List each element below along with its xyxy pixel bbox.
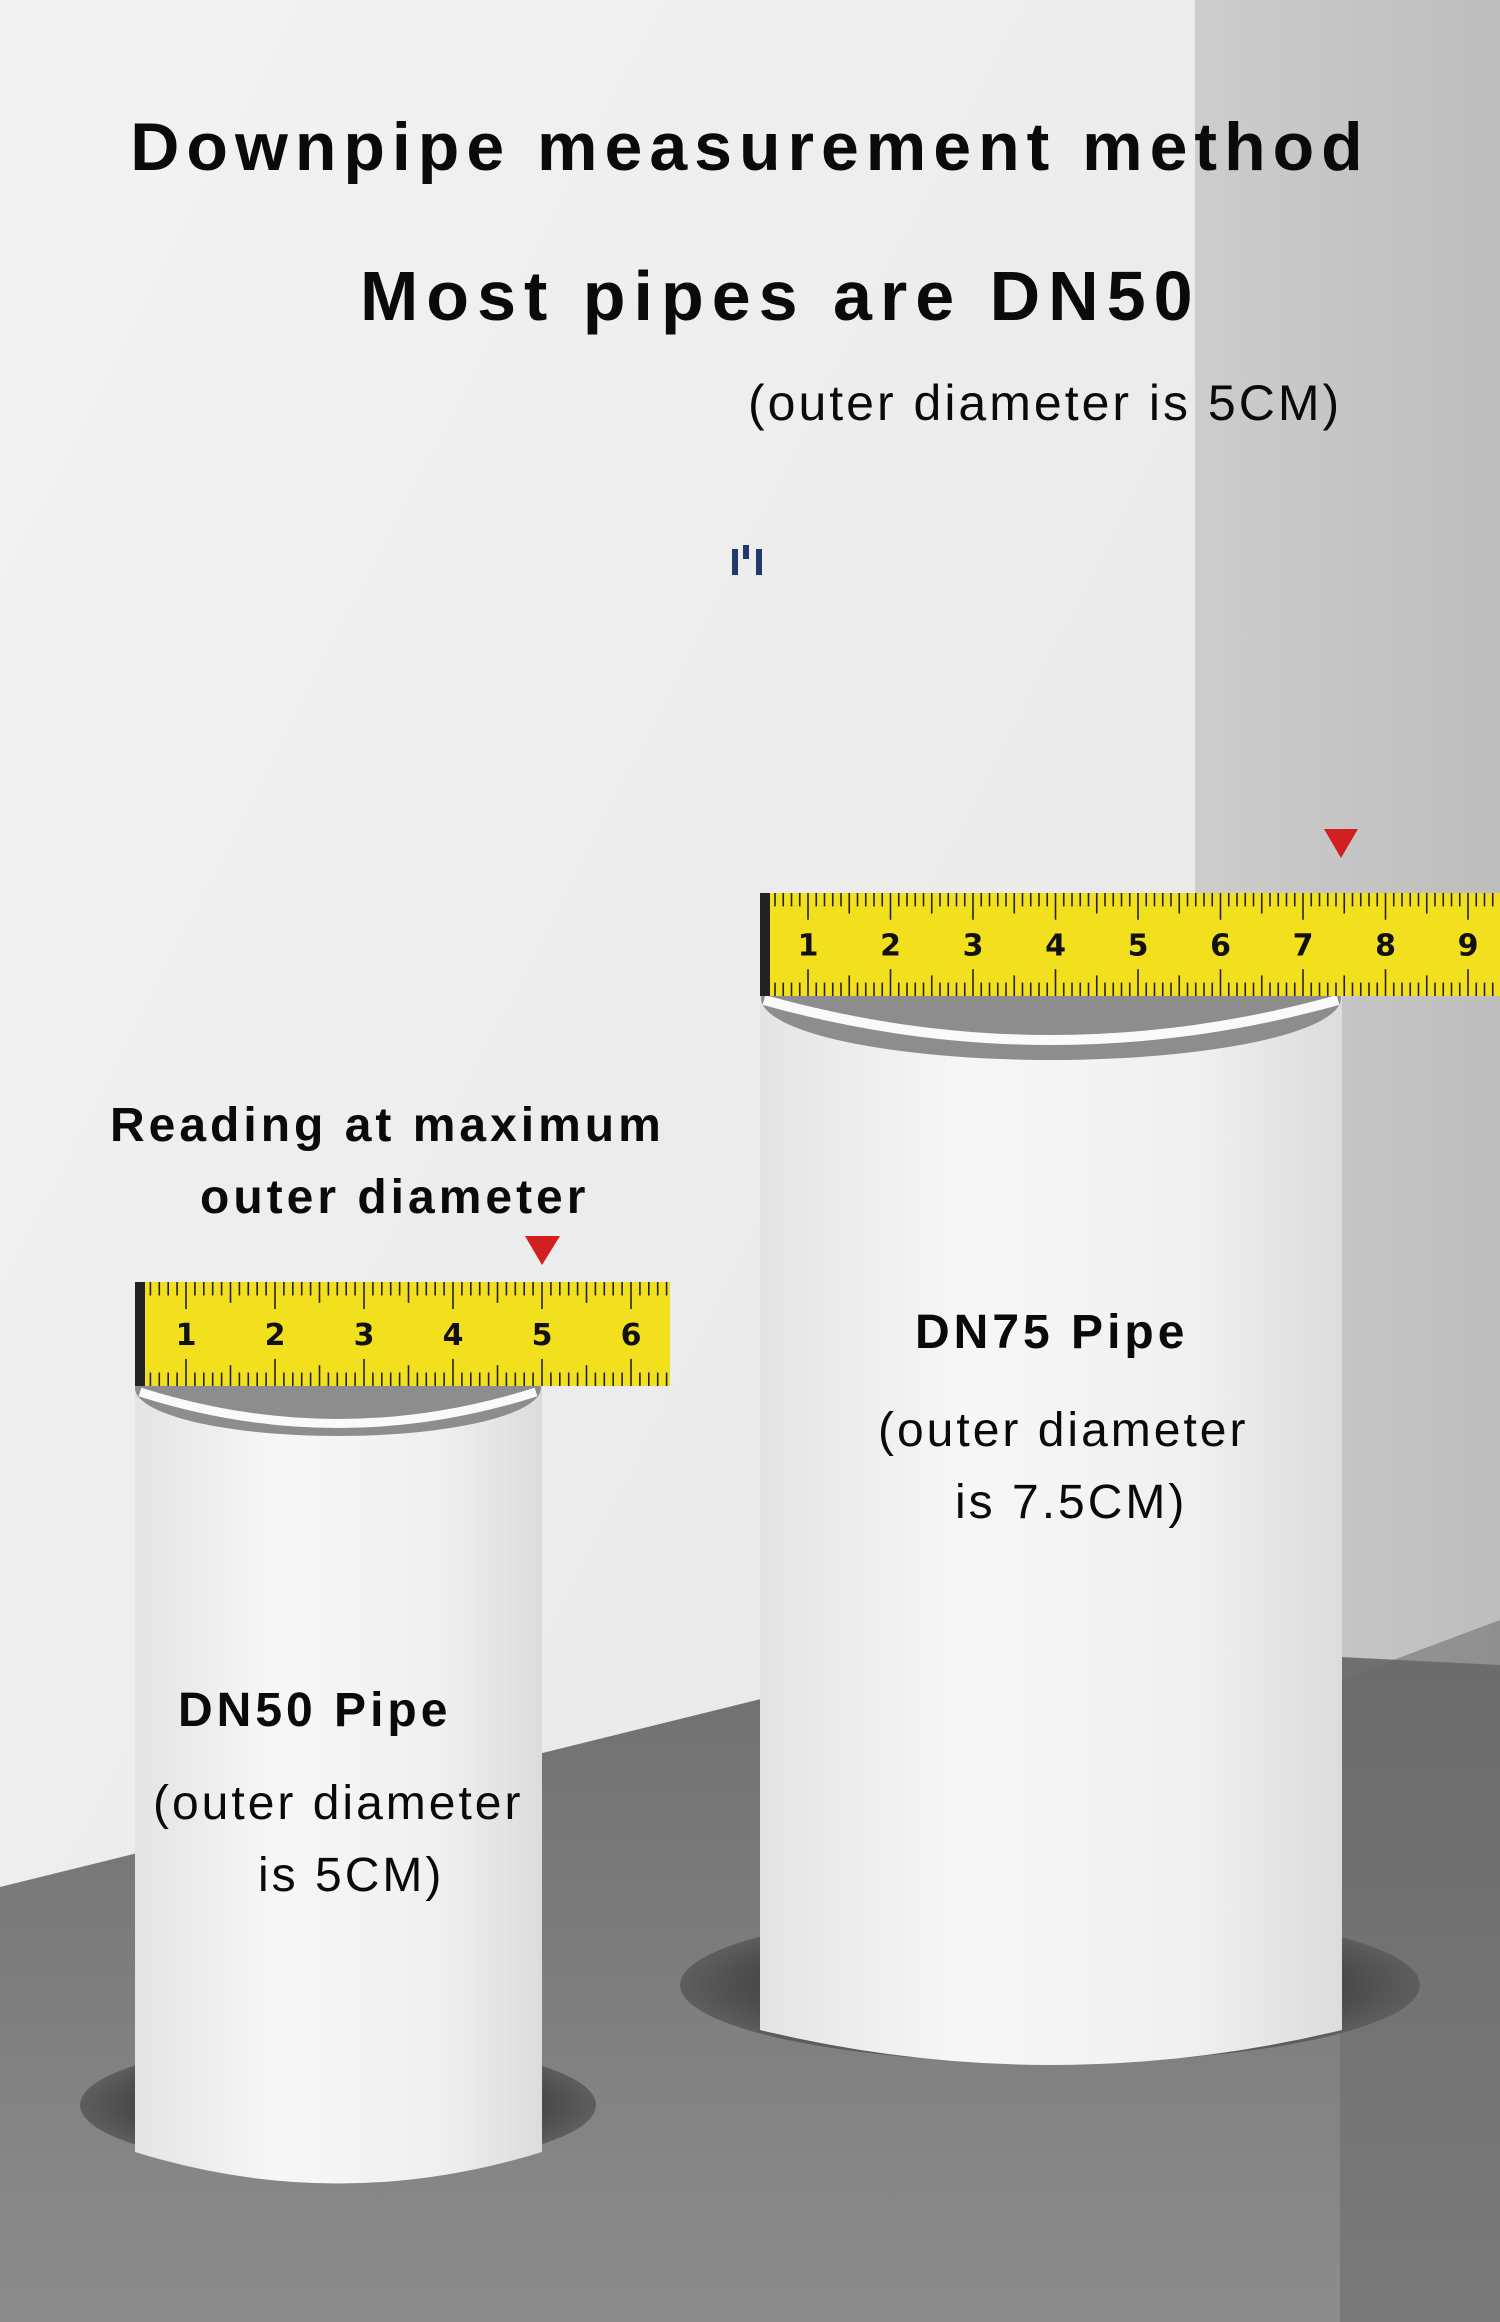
dn75-ruler-number-2: 2: [880, 928, 901, 963]
dn75-ruler-number-7: 7: [1293, 928, 1314, 963]
page-title: Downpipe measurement method: [130, 109, 1370, 185]
dn75-tape-body: [760, 893, 1500, 996]
dn75-ruler-number-8: 8: [1375, 928, 1396, 963]
dn50-ruler-number-4: 4: [443, 1318, 464, 1353]
dn50-tape-end: [135, 1282, 145, 1386]
dn50-tape-body: [135, 1282, 670, 1386]
reading-label-line1: Reading at maximum: [110, 1099, 665, 1152]
dn75-ruler-number-6: 6: [1210, 928, 1231, 963]
floor-right: [1340, 1620, 1500, 2322]
dn75-note-line1: (outer diameter: [878, 1404, 1249, 1457]
dn50-note-line2: is 5CM): [258, 1849, 445, 1902]
dn75-ruler-number-4: 4: [1045, 928, 1066, 963]
dn50-pipe-name: DN50 Pipe: [178, 1684, 452, 1737]
dn75-pipe-body: [760, 990, 1342, 2065]
dn50-ruler-number-2: 2: [265, 1318, 286, 1353]
small-mark: [732, 545, 762, 575]
tape-measure-dn50: 1 2 3 4 5 6: [135, 1282, 670, 1386]
dn50-pipe-body: [135, 1382, 542, 2184]
dn75-ruler-number-3: 3: [963, 928, 984, 963]
dn50-note-line1: (outer diameter: [153, 1777, 524, 1830]
subtitle-note: (outer diameter is 5CM): [748, 375, 1343, 431]
dn75-ruler-number-9: 9: [1458, 928, 1479, 963]
dn75-note-line2: is 7.5CM): [955, 1476, 1188, 1529]
marker-dn50: [525, 1236, 560, 1265]
reading-label-line2: outer diameter: [200, 1171, 590, 1224]
dn50-ruler-number-3: 3: [354, 1318, 375, 1353]
page-subtitle: Most pipes are DN50: [360, 257, 1201, 335]
dn50-ruler-number-6: 6: [621, 1318, 642, 1353]
marker-dn75: [1324, 829, 1358, 858]
dn75-ruler-number-1: 1: [798, 928, 819, 963]
dn50-ruler-number-1: 1: [176, 1318, 197, 1353]
dn75-ruler-number-5: 5: [1128, 928, 1149, 963]
dn50-ruler-number-5: 5: [532, 1318, 553, 1353]
tape-measure-dn75: 1 2 3 4 5 6 7 8 9: [760, 893, 1500, 996]
dn75-pipe-name: DN75 Pipe: [915, 1306, 1189, 1359]
dn75-tape-end: [760, 893, 770, 996]
